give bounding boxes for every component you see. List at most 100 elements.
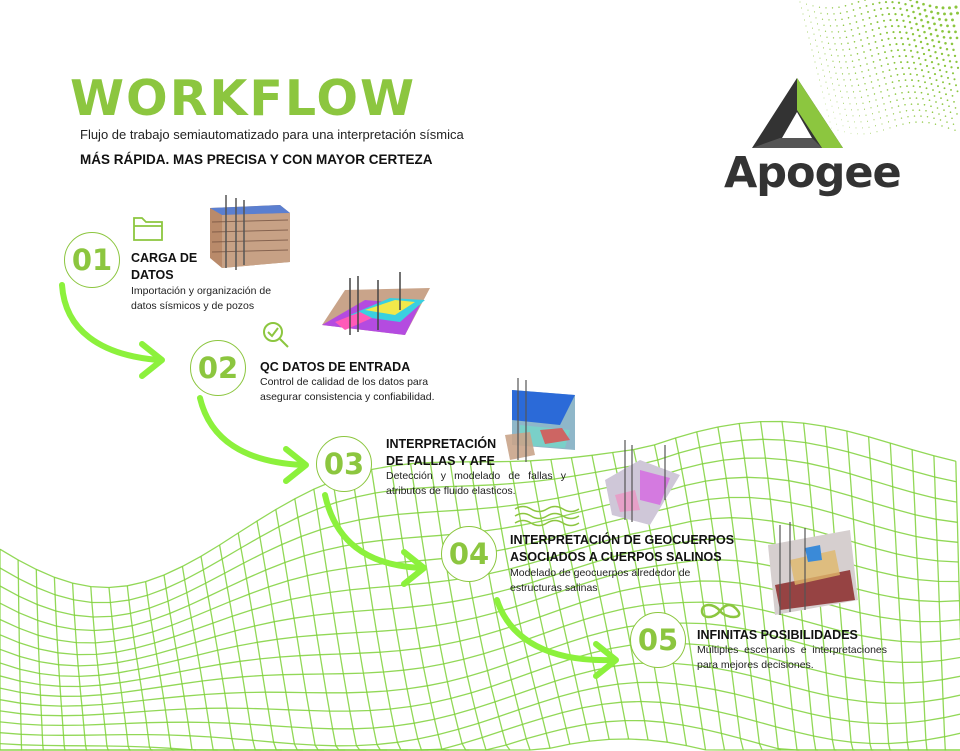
dot	[873, 9, 876, 12]
dot	[953, 78, 956, 81]
dot	[882, 129, 885, 131]
dot	[903, 73, 905, 76]
dot	[921, 121, 924, 123]
dot	[856, 53, 859, 55]
dot	[877, 79, 879, 81]
dot	[841, 18, 843, 20]
dot	[909, 49, 913, 52]
dot	[918, 109, 921, 111]
dot	[955, 84, 957, 87]
dot	[807, 9, 809, 11]
page-title: WORKFLOW	[70, 70, 417, 127]
dot	[951, 18, 954, 22]
step-title-02: QC DATOS DE ENTRADA	[260, 360, 411, 374]
dot	[876, 105, 879, 107]
dot	[873, 93, 876, 95]
dot	[868, 43, 870, 45]
dot	[904, 104, 906, 106]
dot	[900, 117, 903, 119]
dot	[871, 28, 874, 31]
dot	[951, 72, 955, 75]
step-title-03: INTERPRETACIÓN DE FALLAS Y AFE	[386, 437, 497, 468]
dot	[914, 45, 918, 48]
dot	[933, 95, 936, 97]
dot	[911, 79, 913, 82]
dot	[846, 91, 848, 93]
dot	[860, 121, 862, 123]
dot	[879, 33, 882, 36]
dot	[910, 4, 914, 8]
dot	[819, 57, 821, 59]
seismic-thumb-5	[768, 522, 858, 615]
dot	[833, 13, 835, 15]
dot	[944, 42, 947, 45]
step-number-03: 03	[316, 436, 372, 492]
dot	[943, 64, 947, 68]
mesh-line	[108, 587, 131, 751]
dot	[897, 1, 901, 4]
mesh-line	[71, 583, 88, 751]
dot	[822, 91, 823, 93]
dot	[902, 19, 905, 22]
dot	[915, 0, 919, 4]
dot	[815, 17, 817, 19]
dot	[831, 31, 833, 33]
dot	[912, 109, 914, 111]
dot	[927, 70, 930, 74]
dot	[804, 19, 805, 21]
dot	[833, 111, 834, 113]
dot	[923, 30, 926, 34]
dot	[867, 95, 869, 97]
dot	[936, 11, 940, 15]
dot	[857, 133, 858, 135]
dot	[907, 91, 910, 93]
dot	[895, 18, 899, 22]
dot	[862, 19, 864, 21]
dot	[947, 54, 950, 57]
dot	[843, 79, 845, 81]
dot	[904, 79, 907, 82]
dot	[876, 21, 879, 24]
dot	[838, 84, 840, 86]
dot	[954, 107, 957, 109]
dot	[931, 16, 935, 20]
dot	[954, 129, 956, 131]
dot	[893, 37, 897, 40]
dot	[934, 51, 937, 54]
seismic-thumb-4	[605, 440, 680, 525]
dot	[876, 46, 878, 49]
dot	[811, 27, 814, 29]
dot	[937, 40, 941, 44]
mesh-line	[17, 559, 23, 751]
dot	[947, 30, 951, 34]
dot	[930, 10, 933, 14]
dot	[865, 89, 868, 91]
dot	[956, 11, 959, 15]
dot	[828, 71, 831, 73]
dot	[887, 13, 891, 16]
dot	[895, 43, 898, 46]
dot	[838, 61, 841, 63]
dot	[889, 127, 891, 129]
dot	[928, 26, 931, 30]
dot	[934, 28, 938, 32]
dot	[939, 23, 943, 27]
dot	[893, 87, 895, 89]
dot	[850, 132, 852, 134]
dot	[921, 46, 924, 50]
dot	[831, 7, 834, 9]
dot	[823, 24, 825, 26]
mesh-line	[846, 430, 874, 751]
dot	[830, 77, 832, 79]
dot	[904, 2, 907, 6]
dot	[920, 18, 923, 22]
dot	[925, 110, 927, 112]
dot	[838, 107, 839, 109]
dot	[850, 54, 852, 56]
dot	[846, 11, 848, 13]
dot	[899, 111, 901, 113]
dot	[835, 49, 838, 51]
dot	[823, 97, 825, 99]
dot	[810, 21, 812, 23]
dot	[860, 13, 863, 15]
